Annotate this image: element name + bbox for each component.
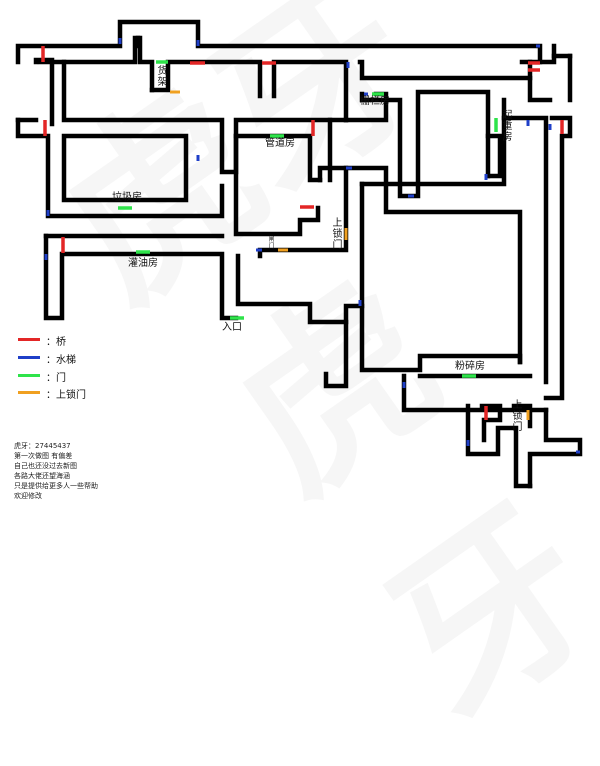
note-line: 自己也还没过去新图 <box>14 462 77 470</box>
wall <box>359 303 523 373</box>
wall <box>61 133 189 203</box>
wall <box>271 59 349 123</box>
note-line: 第一次做图 有偏差 <box>14 452 73 460</box>
note-line: 欢迎修改 <box>14 492 42 500</box>
corridor-map <box>15 19 583 489</box>
map-canvas: 虎牙 虎牙 <box>14 19 583 501</box>
wall <box>33 57 55 127</box>
locked-door-icon <box>18 391 40 394</box>
wall <box>343 165 523 365</box>
room-label-qizhongfang: 起重房 <box>502 110 513 143</box>
wall <box>501 97 549 385</box>
legend-label: ：桥 <box>46 337 66 348</box>
wall <box>235 181 365 325</box>
legend-label: ：上锁门 <box>46 390 86 401</box>
room-label-huojia: 货架 <box>157 66 168 88</box>
note-line: 只是提供给更多人一些帮助 <box>14 482 98 490</box>
room-label-rukou: 入口 <box>222 322 242 333</box>
wall <box>15 117 225 219</box>
note-line: 各路大佬还望海涵 <box>14 472 70 480</box>
wall <box>15 19 543 65</box>
gate-label: 闸门 <box>268 236 275 250</box>
wall <box>485 133 503 179</box>
legend-label: ：水梯 <box>46 355 76 366</box>
wall <box>359 115 507 187</box>
wall <box>359 89 491 199</box>
room-label-guandaofang: 管道房 <box>265 138 295 149</box>
wall <box>43 233 239 321</box>
wall <box>479 403 503 443</box>
ladder-icon <box>18 356 40 359</box>
locked-door-label: 上锁门 <box>512 400 523 433</box>
wall <box>37 35 155 93</box>
door-icon <box>18 374 40 377</box>
legend-label: ：门 <box>46 373 66 384</box>
wall <box>357 59 553 103</box>
room-label-fensuifang: 粉碎房 <box>455 361 485 372</box>
wall <box>61 59 349 175</box>
author-notes: 虎牙：27445437 第一次做图 有偏差 自己也还没过去新图 各路大佬还望海涵… <box>14 441 98 501</box>
bridge-icon <box>18 338 40 341</box>
wall <box>149 59 263 99</box>
wall <box>543 115 573 401</box>
note-line: 虎牙：27445437 <box>14 442 71 450</box>
wall <box>323 319 349 389</box>
wall <box>233 133 321 237</box>
room-label-lajifang: 垃圾房 <box>112 192 142 203</box>
wall <box>527 407 583 489</box>
wall <box>511 403 533 429</box>
wall <box>465 403 533 489</box>
room-label-shanlanfang: 栅栏房 <box>360 96 390 107</box>
room-label-guanyoufang: 灌油房 <box>128 258 158 269</box>
locked-door-label: 上锁门 <box>332 218 343 251</box>
